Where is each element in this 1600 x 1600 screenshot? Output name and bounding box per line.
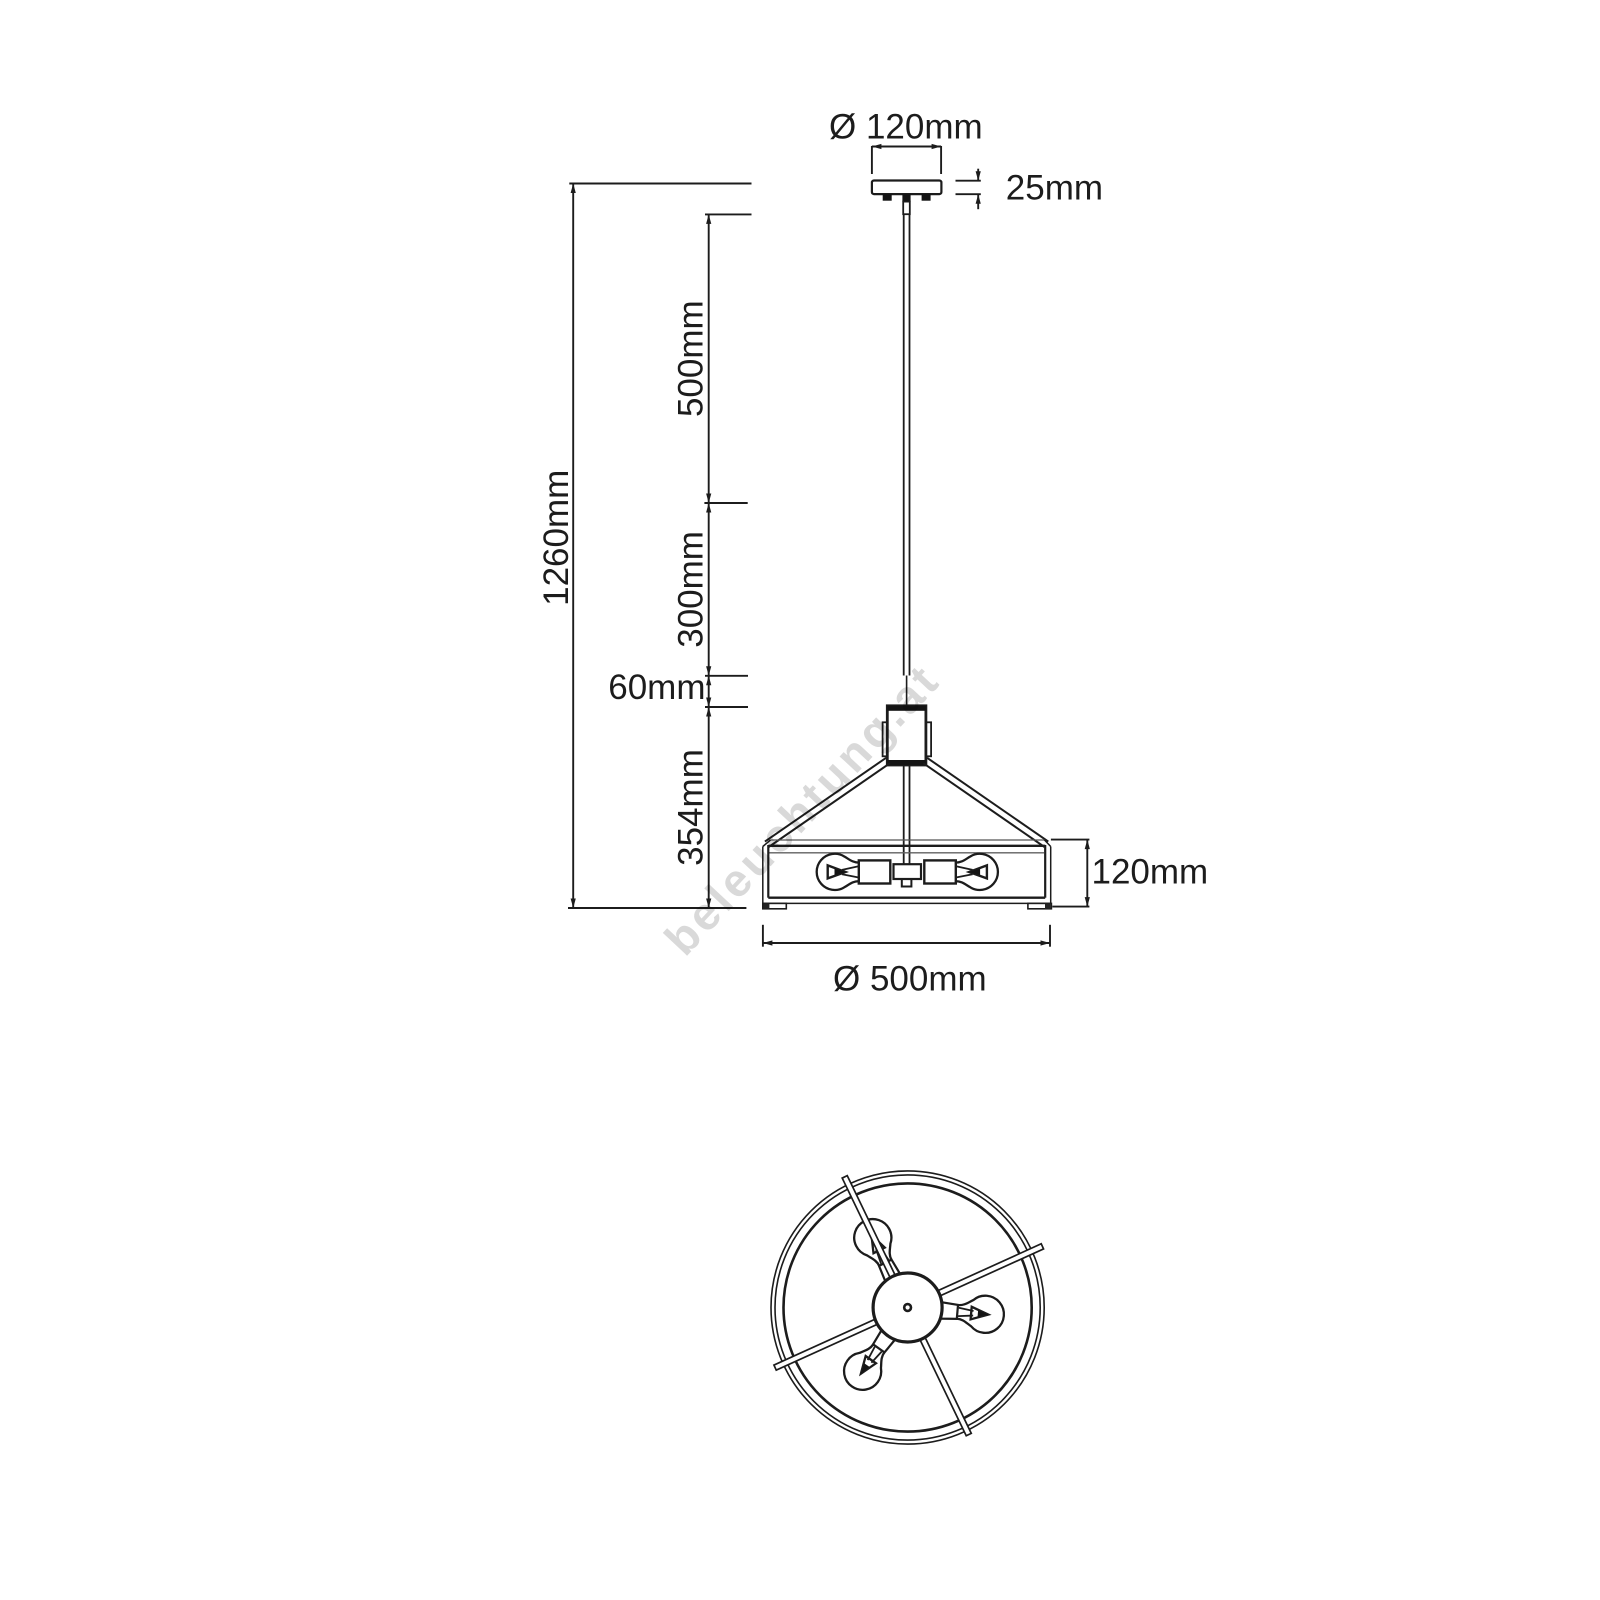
svg-text:500mm: 500mm — [672, 300, 711, 417]
svg-text:1260mm: 1260mm — [537, 470, 576, 606]
svg-text:120mm: 120mm — [1092, 852, 1209, 891]
svg-text:354mm: 354mm — [672, 749, 711, 866]
svg-text:60mm: 60mm — [608, 668, 705, 707]
svg-text:Ø 500mm: Ø 500mm — [833, 960, 987, 999]
svg-text:300mm: 300mm — [672, 531, 711, 648]
svg-text:Ø 120mm: Ø 120mm — [829, 107, 983, 146]
svg-text:25mm: 25mm — [1006, 169, 1103, 208]
